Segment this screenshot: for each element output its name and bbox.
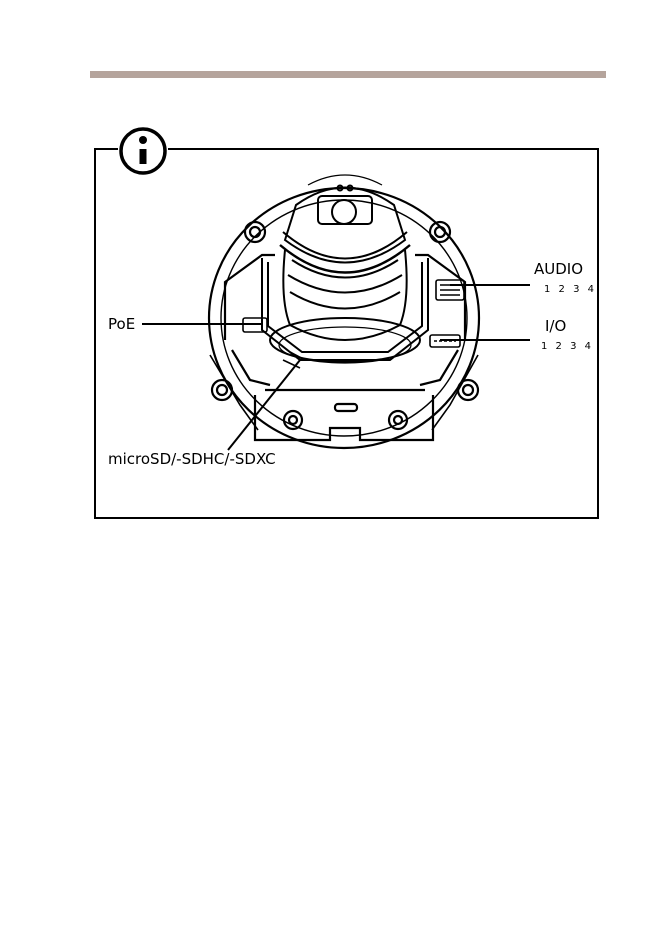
connectors — [243, 280, 464, 368]
audio-label: AUDIO — [534, 260, 583, 278]
poe-label: PoE — [108, 315, 135, 333]
io-pins-label: 1 2 3 4 — [541, 341, 594, 352]
audio-pins-label: 1 2 3 4 — [544, 284, 597, 295]
camera-dome — [270, 175, 420, 363]
info-icon — [121, 129, 165, 173]
microsd-label: microSD/-SDHC/-SDXC — [108, 450, 276, 468]
io-label: I/O — [545, 317, 566, 335]
